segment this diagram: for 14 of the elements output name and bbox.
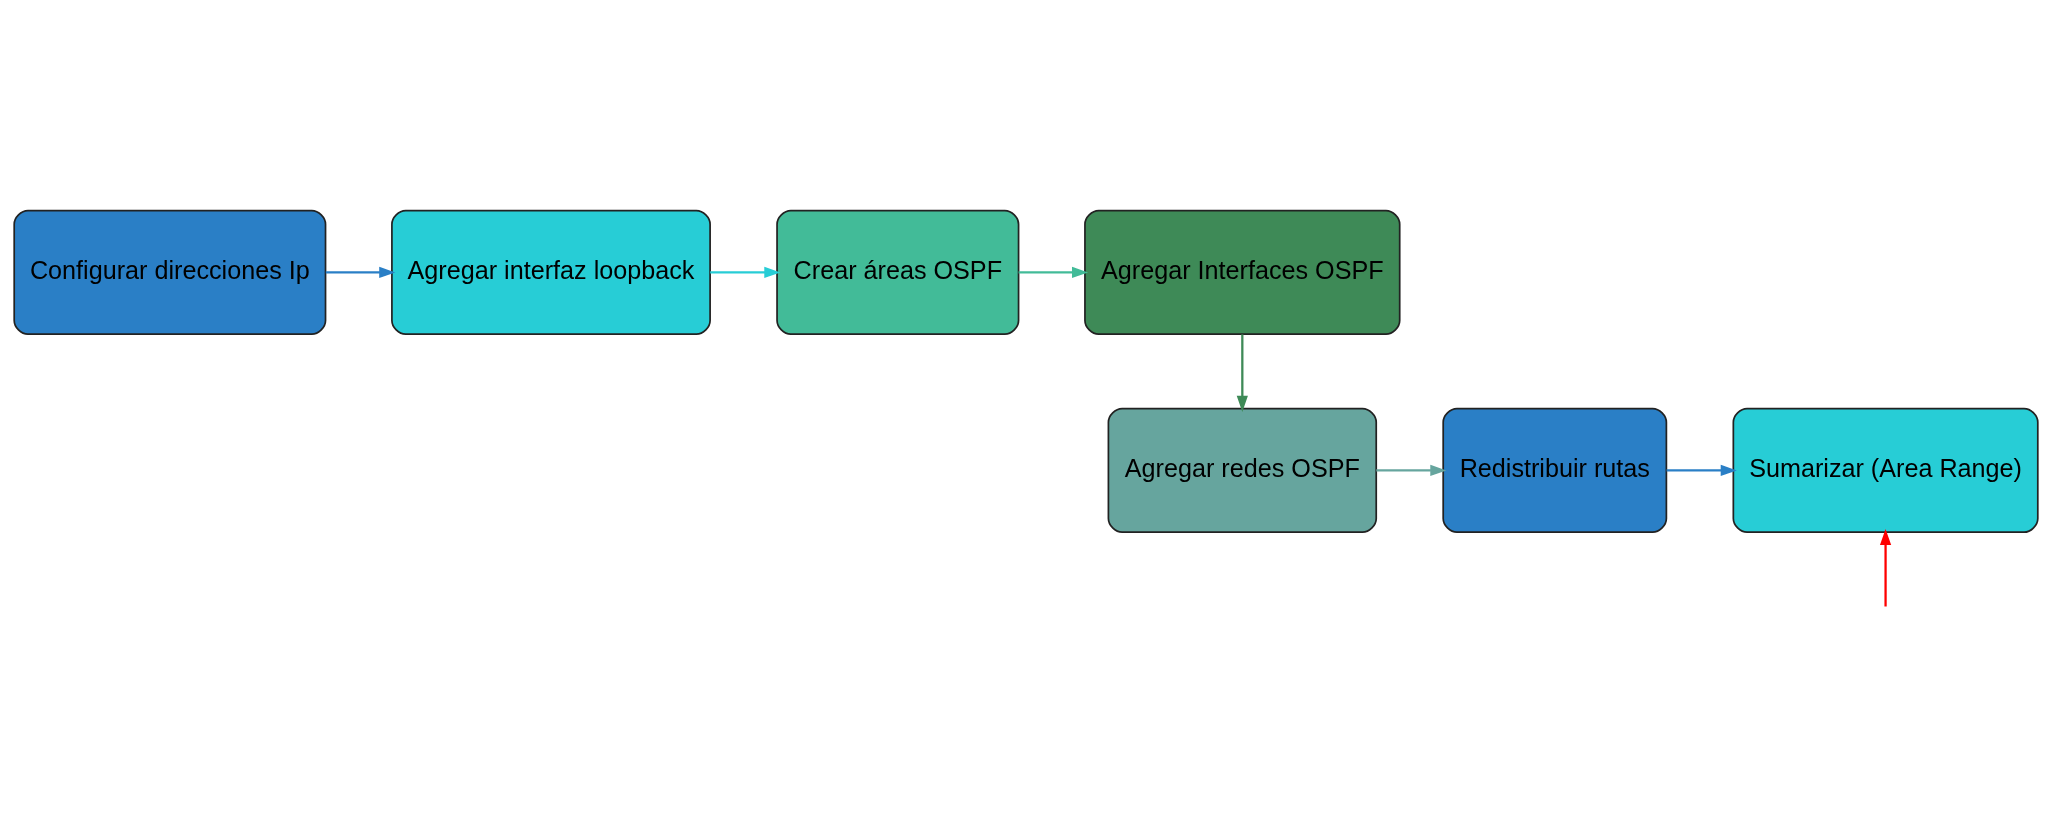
node-box: Crear áreas OSPF (776, 209, 1020, 336)
node-box: Agregar redes OSPF (1107, 407, 1378, 534)
node-box: Redistribuir rutas (1442, 407, 1668, 534)
node-box: Sumarizar (Area Range) (1732, 407, 2039, 534)
arrow (1376, 464, 1447, 476)
arrow (710, 266, 781, 278)
arrow (1666, 464, 1737, 476)
arrow (1879, 528, 1892, 607)
arrow (325, 266, 396, 278)
node-box: Agregar Interfaces OSPF (1084, 209, 1401, 336)
arrow (1018, 266, 1089, 278)
node-box: Agregar interfaz loopback (391, 209, 711, 336)
node-box: Configurar direcciones Ip (13, 209, 327, 336)
arrow (1236, 334, 1248, 412)
